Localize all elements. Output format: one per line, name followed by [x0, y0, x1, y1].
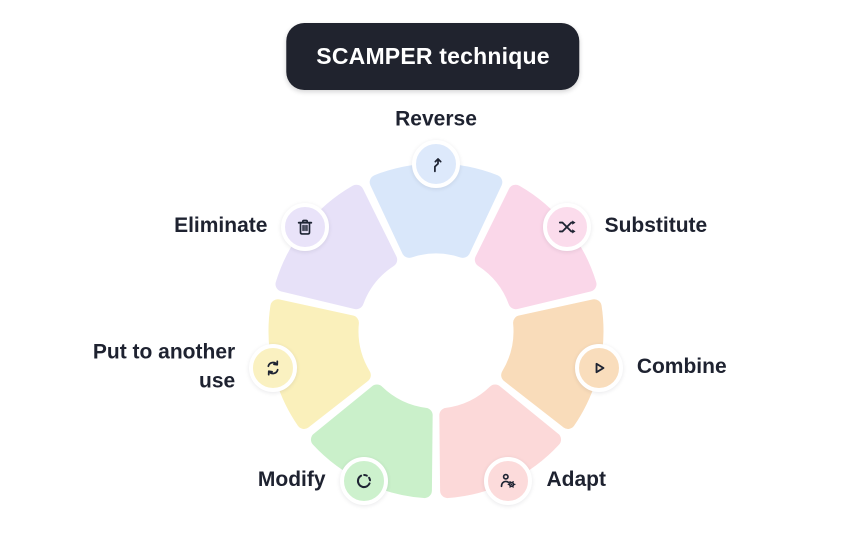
segment-icon-circle-substitute [542, 202, 591, 251]
segment-icon-circle-modify [339, 457, 388, 506]
segment-eliminate [270, 179, 403, 315]
segment-adapt [434, 379, 567, 504]
sync-icon [262, 357, 284, 379]
title-badge: SCAMPER technique [286, 23, 580, 90]
segment-icon-circle-eliminate [281, 202, 330, 251]
segment-label-eliminate: Eliminate [174, 214, 268, 238]
segment-label-reverse: Reverse [395, 107, 477, 131]
route-arrow-icon [425, 153, 447, 175]
segment-label-substitute: Substitute [604, 214, 708, 238]
segment-icon-circle-put-to-another-use [249, 344, 298, 393]
play-outline-icon [588, 357, 610, 379]
segment-icon-circle-reverse [412, 140, 460, 188]
segment-reverse [364, 158, 508, 263]
dashed-circle-icon [353, 470, 375, 492]
shuffle-icon [556, 216, 578, 238]
segment-label-combine: Combine [636, 355, 727, 379]
segment-icon-circle-adapt [484, 457, 533, 506]
page-title: SCAMPER technique [316, 43, 550, 69]
segment-combine [496, 294, 609, 434]
user-gear-icon [497, 470, 519, 492]
segment-label-adapt: Adapt [546, 468, 606, 492]
trash-icon [294, 216, 316, 238]
segment-modify [305, 379, 438, 504]
segment-label-modify: Modify [257, 468, 326, 492]
segment-icon-circle-combine [574, 344, 623, 393]
segment-substitute [469, 179, 602, 315]
segment-label-put-to-another-use: Put to another use [92, 340, 236, 393]
segment-put-to-another-use [263, 294, 376, 434]
